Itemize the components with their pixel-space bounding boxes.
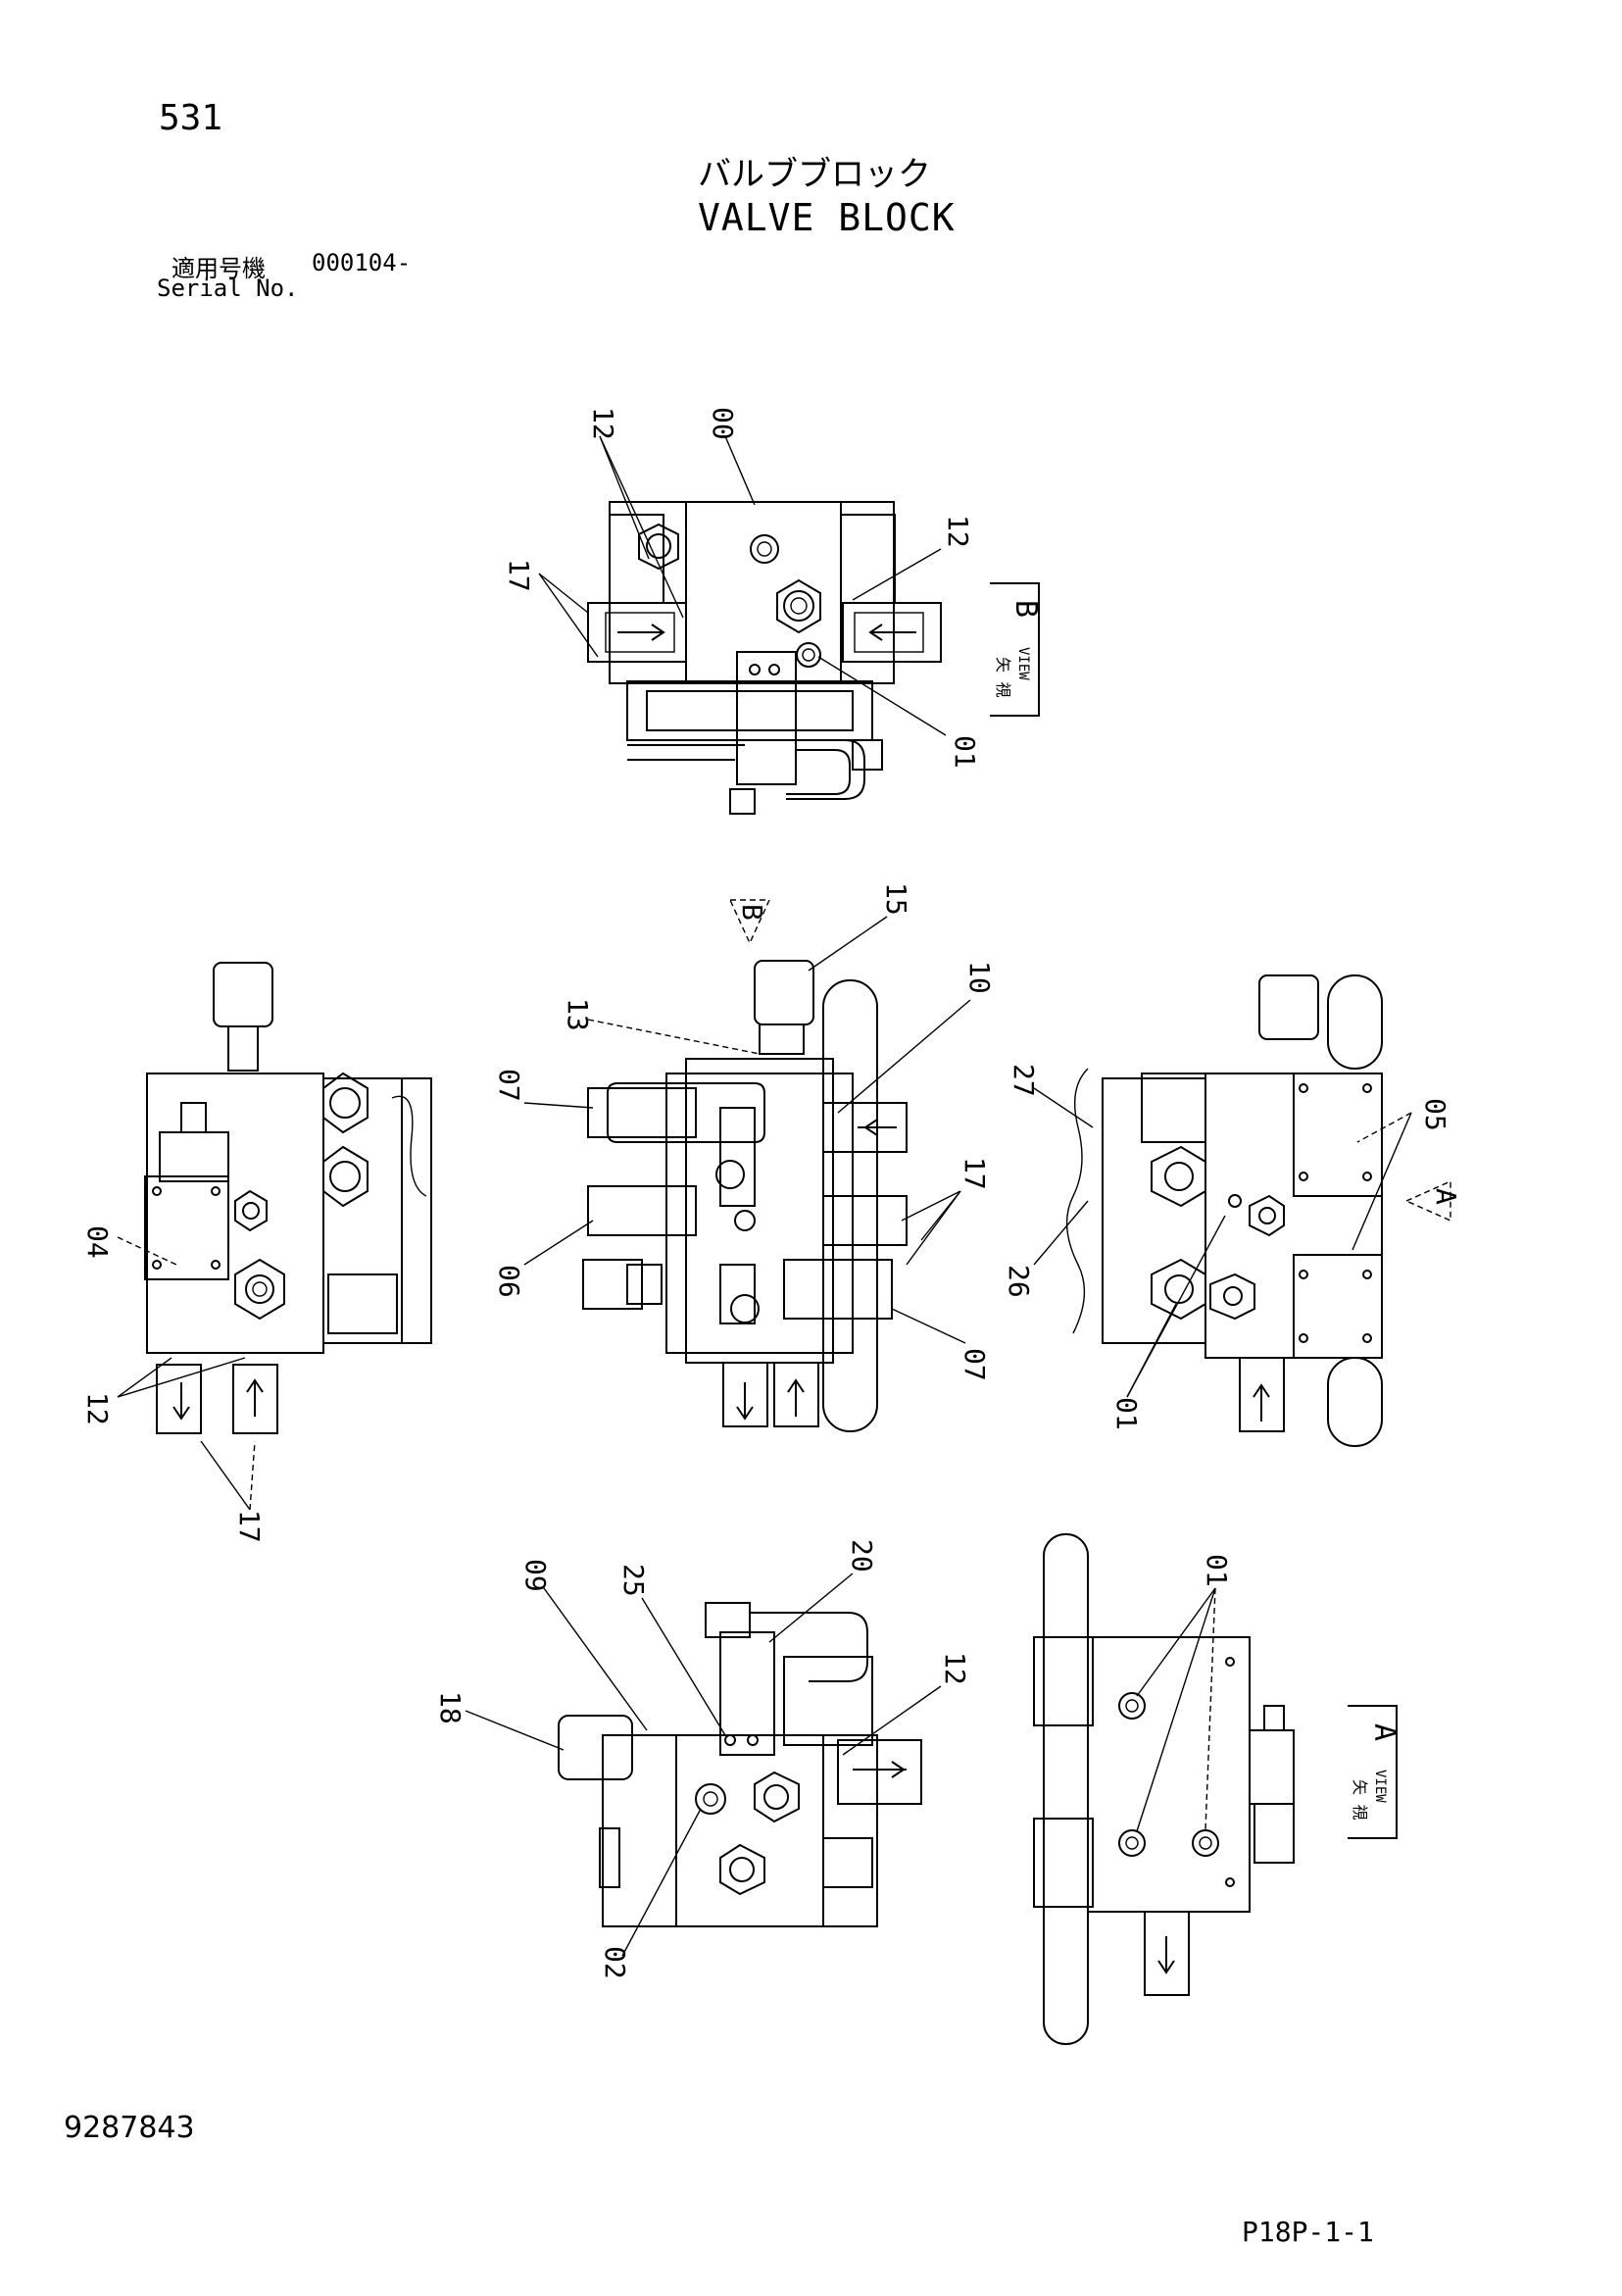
- bottom-right-view: A 矢 視 VIEW: [1033, 1533, 1401, 2045]
- view-a-letter: A: [1367, 1723, 1401, 1741]
- serial-label-english: Serial No.: [157, 275, 299, 302]
- bottom-right-callouts: 01: [1136, 1554, 1233, 1832]
- callout-06: 06: [493, 1265, 525, 1298]
- callout-12: 12: [939, 1652, 971, 1685]
- view-a-text-en: VIEW: [1372, 1770, 1388, 1803]
- callout-00: 00: [707, 407, 739, 440]
- view-b-letter: B: [1008, 600, 1043, 618]
- middle-left-view: [144, 962, 432, 1434]
- view-a-arrow-letter: A: [1430, 1188, 1462, 1205]
- top-view: [587, 501, 942, 815]
- title-english: VALVE BLOCK: [698, 196, 956, 239]
- callout-12-right: 12: [942, 515, 974, 548]
- callout-09: 09: [519, 1559, 552, 1592]
- view-a-text-jp: 矢 視: [1351, 1779, 1369, 1821]
- page-code: P18P-1-1: [1242, 2216, 1374, 2248]
- middle-center-callouts: 15 13 10 07 17 06 07: [493, 882, 996, 1381]
- callout-01: 01: [1201, 1554, 1233, 1587]
- callout-07: 07: [493, 1069, 525, 1102]
- title-japanese: バルブブロック: [698, 155, 931, 194]
- callout-01: 01: [949, 735, 981, 769]
- callout-17: 17: [503, 559, 535, 592]
- callout-12: 12: [81, 1392, 114, 1425]
- top-view-callouts: 12 00 17 12 01 B 矢 視 VIEW: [503, 407, 1043, 769]
- callout-17: 17: [958, 1157, 991, 1190]
- middle-left-callouts: 04 12 17: [81, 1225, 266, 1543]
- callout-05: 05: [1419, 1098, 1451, 1131]
- view-b-arrow-letter: B: [736, 904, 768, 921]
- view-b-text-en: VIEW: [1015, 647, 1031, 680]
- callout-13: 13: [562, 998, 594, 1031]
- drawing-number: 9287843: [64, 2111, 195, 2145]
- callout-18: 18: [434, 1691, 467, 1724]
- callout-04: 04: [81, 1225, 114, 1259]
- callout-27: 27: [1008, 1064, 1040, 1097]
- callout-12: 12: [587, 407, 619, 440]
- page-number: 531: [159, 98, 223, 138]
- callout-02: 02: [599, 1946, 631, 1979]
- serial-value: 000104-: [312, 249, 412, 276]
- middle-center-view: B: [582, 899, 908, 1432]
- bottom-left-callouts: 09 25 20 18 12 02: [434, 1539, 971, 1979]
- bottom-left-view: [558, 1602, 922, 1927]
- view-b-text-jp: 矢 視: [994, 657, 1012, 698]
- serial-label-japanese: 適用号機: [172, 255, 266, 282]
- callout-26: 26: [1003, 1265, 1035, 1298]
- callout-15: 15: [880, 882, 912, 916]
- callout-20: 20: [846, 1539, 878, 1572]
- middle-right-callouts: 27 05 26 01: [1003, 1064, 1451, 1430]
- callout-01: 01: [1110, 1397, 1143, 1430]
- callout-25: 25: [617, 1564, 650, 1597]
- middle-right-view: A: [1065, 974, 1462, 1447]
- callout-10: 10: [963, 961, 996, 994]
- callout-17: 17: [233, 1510, 266, 1543]
- callout-07-lower: 07: [958, 1348, 991, 1381]
